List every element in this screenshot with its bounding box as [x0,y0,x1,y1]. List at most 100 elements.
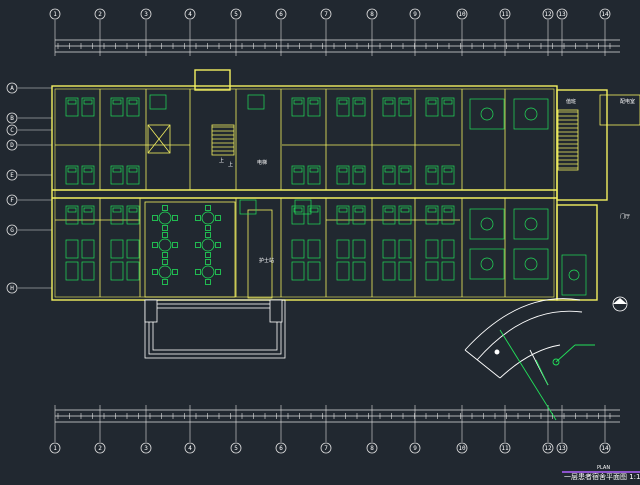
bed [441,261,455,281]
left-axis-bubble [6,112,18,124]
bottom-axis-label: 10 [458,445,466,452]
bottom-axis-label: 11 [501,445,509,452]
bed [425,97,439,117]
dining-table [201,211,215,225]
pillow [128,207,138,213]
power-room-label: 配电室 [620,98,635,105]
dining-chair [205,279,211,285]
lobby-label: 门厅 [620,213,630,220]
drawing-title: 一层患者宿舍平面图 1:100 [564,472,640,480]
left-axis-label: H [10,285,14,292]
dining-tables [144,201,236,298]
bed [441,205,455,225]
bottom-axis-label: 12 [544,445,552,452]
duty-room-label: 值班 [566,98,576,105]
bed [425,205,439,225]
top-axis-bubble [184,8,196,20]
pillow [354,207,364,213]
dining-chair [205,225,211,231]
pillow [338,207,348,213]
title-block: PLAN 一层患者宿舍平面图 1:100 [562,465,640,481]
top-axis-label: 4 [188,11,192,18]
bottom-axis-label: 3 [144,445,148,452]
bed [126,239,140,259]
bed [65,165,79,185]
top-axis-label: 13 [558,11,566,18]
building-walls [51,69,640,301]
bed [126,261,140,281]
top-axis-label: 9 [413,11,417,18]
pillow [354,99,364,105]
plan-label: PLAN [597,465,610,471]
bed [336,239,350,259]
bed [126,97,140,117]
bed [126,205,140,225]
left-axis-label: D [10,142,14,149]
curved-canopy [464,298,595,421]
bed [441,165,455,185]
dining-chair [162,279,168,285]
dining-chair [152,242,158,248]
top-axis-bubble [599,8,611,20]
bottom-axis-label: 1 [53,445,57,452]
dining-chair [162,232,168,238]
round-table [524,217,538,231]
bottom-axis-label: 2 [98,445,102,452]
dining-table [158,238,172,252]
bed [425,261,439,281]
left-axis-bubble [6,194,18,206]
room-fixtures [65,94,587,296]
nurse-counter [247,209,273,299]
bed [382,97,396,117]
pillow [443,99,453,105]
pillow [338,99,348,105]
bottom-axis-bubble [409,442,421,454]
top-axis-label: 8 [370,11,374,18]
round-table [480,217,494,231]
bed [425,239,439,259]
top-axis-label: 6 [279,11,283,18]
bed [110,97,124,117]
left-axis-label: E [10,172,14,179]
top-dimension-lines [55,39,620,53]
pillow [443,167,453,173]
dining-chair [162,252,168,258]
bed [307,97,321,117]
bottom-axis-bubble [230,442,242,454]
bed [291,261,305,281]
lobby-table [568,269,580,281]
left-axis-bubble [6,124,18,136]
washroom-fixture [239,199,257,215]
left-axis-bubble [6,82,18,94]
pillow [128,167,138,173]
dining-room [144,201,236,298]
elevator-label: 电梯 [257,159,267,166]
bed [65,261,79,281]
pillow [443,207,453,213]
pillow [384,207,394,213]
bottom-axis-bubble [49,442,61,454]
ward-furniture [513,98,549,130]
bottom-axis-label: 7 [324,445,328,452]
left-axis-bubble [6,224,18,236]
left-axis-label: B [10,115,14,122]
top-axis-bubble [49,8,61,20]
bed [352,97,366,117]
left-axis-label: F [10,197,14,204]
bed [352,165,366,185]
left-axis-bubble [6,139,18,151]
bed [352,205,366,225]
elevator-cross [147,124,171,154]
bed [291,239,305,259]
bottom-axis-bubble [275,442,287,454]
bottom-axis-bubble [599,442,611,454]
dining-chair [205,205,211,211]
bottom-axis-bubble [456,442,468,454]
bed [110,261,124,281]
dining-table [158,211,172,225]
bed [336,97,350,117]
pillow [309,99,319,105]
